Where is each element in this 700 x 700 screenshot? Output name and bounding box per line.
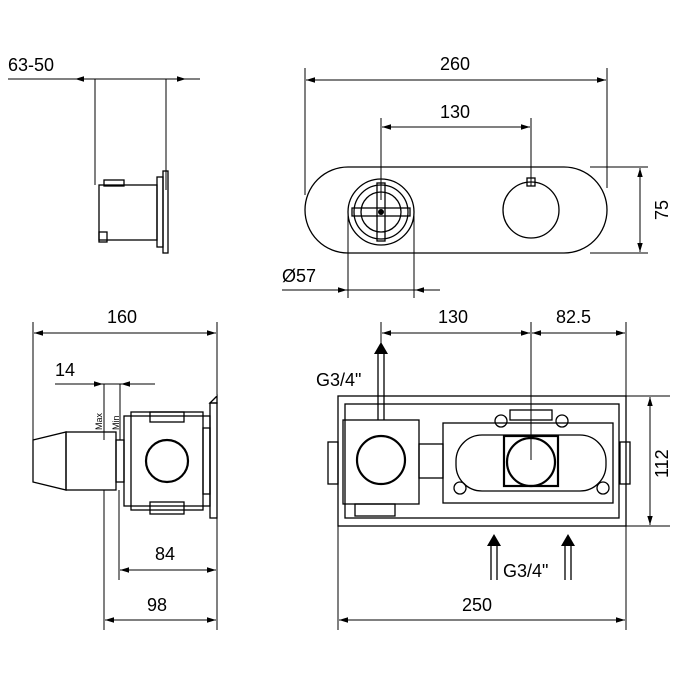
dim-valve-height: 112	[652, 449, 672, 478]
inlet-top-label: G3/4"	[316, 370, 361, 390]
dim-box-depth-98: 98	[147, 595, 167, 615]
dim-valve-spacing: 130	[438, 307, 468, 327]
inlet-bottom-label: G3/4"	[503, 561, 548, 581]
cross-handle	[347, 178, 415, 246]
side-view-valve: 160 14 Max Min 84 98	[32, 307, 218, 630]
mounting-frame	[337, 395, 627, 527]
side-view-trim: 63-50	[8, 55, 200, 254]
dim-box-depth-84: 84	[155, 544, 175, 564]
dim-setting-range: 14	[55, 360, 75, 380]
dim-plate-width: 260	[440, 54, 470, 74]
label-max: Max	[94, 412, 104, 430]
dim-valve-offset: 82.5	[556, 307, 591, 327]
valve-front-view: 130 82.5 G3/4" 112	[316, 307, 672, 630]
dim-side-depth: 63-50	[8, 55, 54, 75]
front-plate-view: 260 130 75 Ø57	[282, 54, 672, 298]
dim-box-width: 160	[107, 307, 137, 327]
dim-plate-height: 75	[652, 200, 672, 220]
cover-plate	[304, 166, 608, 254]
dim-knob-diameter: Ø57	[282, 266, 316, 286]
dim-plate-spacing: 130	[440, 102, 470, 122]
dim-valve-width: 250	[462, 595, 492, 615]
label-min: Min	[111, 415, 121, 430]
selector-knob	[502, 181, 560, 239]
